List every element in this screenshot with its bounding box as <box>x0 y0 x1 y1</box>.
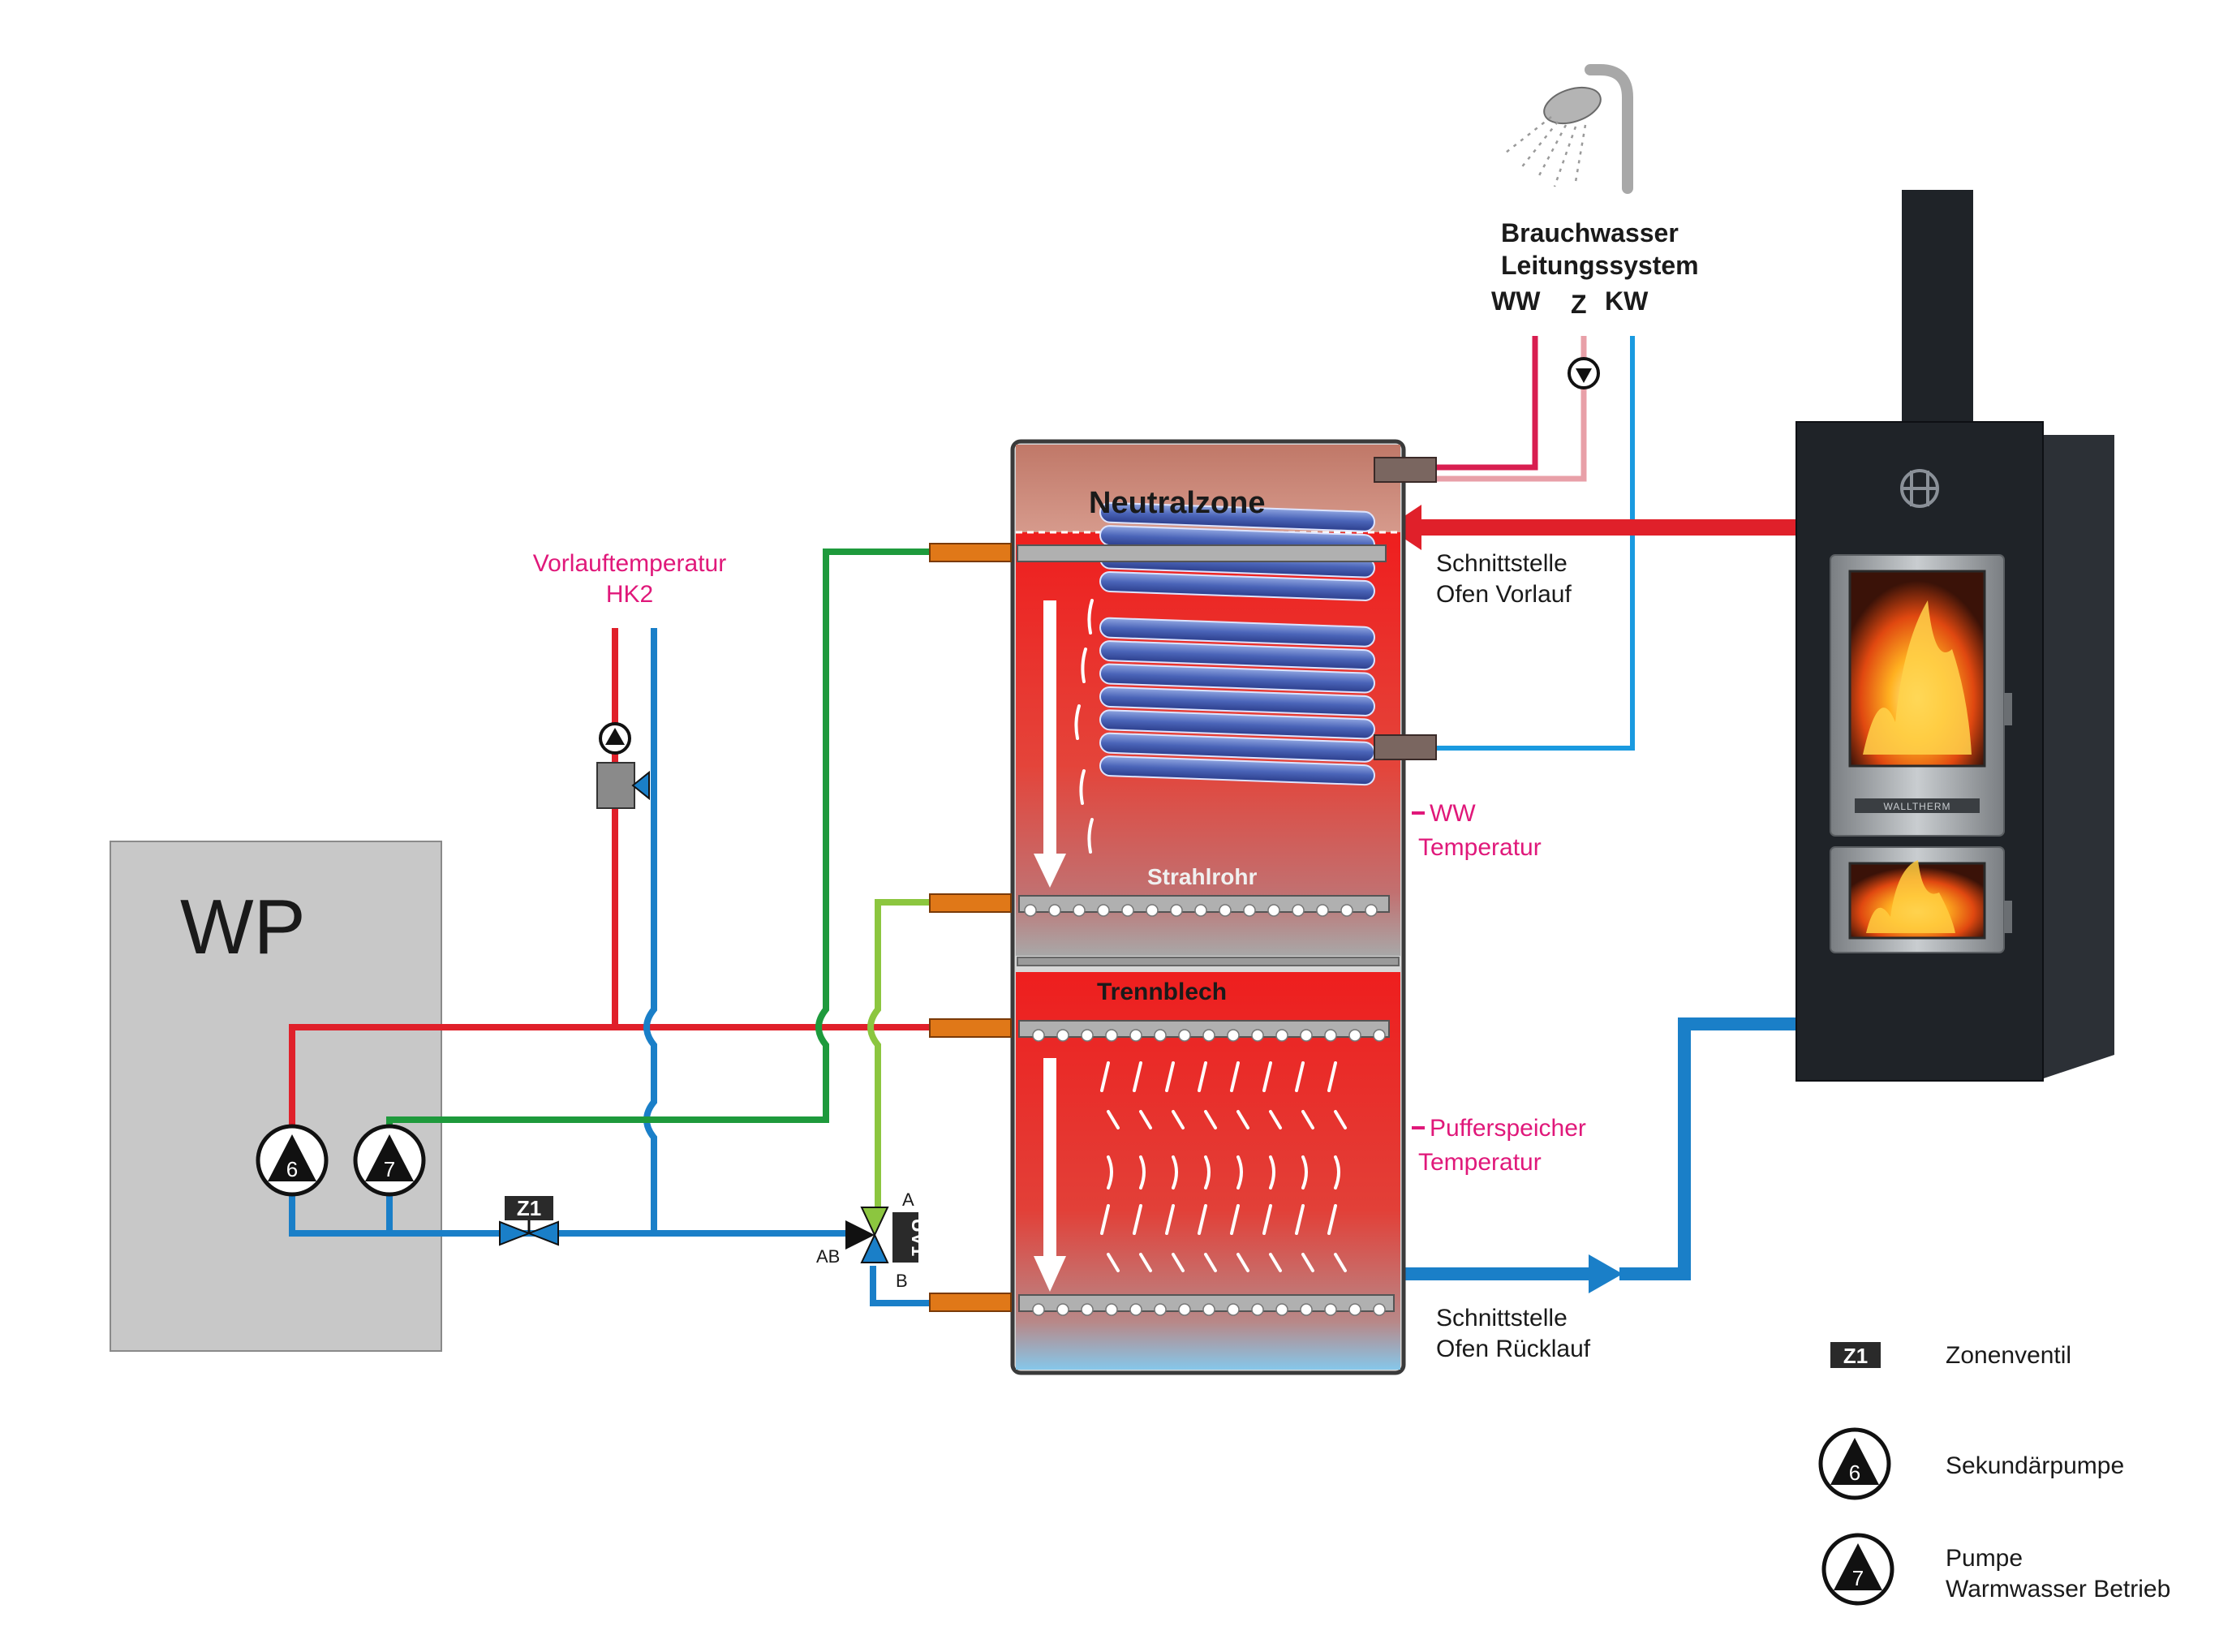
pipe-stove-return-riser <box>1619 1017 1796 1280</box>
stove-return-arrow <box>1589 1254 1623 1293</box>
wood-stove: WALLTHERM <box>1795 190 2114 1082</box>
circulation-pump <box>1568 357 1600 389</box>
nozzle-coil-bottom <box>1374 734 1437 760</box>
nozzle-blue <box>929 1293 1012 1312</box>
port-ab-label: AB <box>816 1246 840 1267</box>
brauchwasser-label-1: Brauchwasser <box>1501 218 1679 247</box>
pipe-uv1-b <box>870 1266 930 1306</box>
legend-label-pumpe: Pumpe <box>1946 1545 2023 1572</box>
convection-streaks <box>1074 599 1347 1272</box>
port-b-label: B <box>896 1271 908 1291</box>
heat-pump-box <box>110 841 442 1352</box>
pipe-strahlrohr-return <box>867 899 930 1217</box>
pipe-wp-supply <box>289 1024 930 1152</box>
pipe-ww-hot <box>1384 336 1538 471</box>
stove-logo-icon <box>1900 469 1939 508</box>
legend-item-zonenventil: Z1 Zonenventil <box>1830 1342 2071 1369</box>
ww-temp-label-2: Temperatur <box>1418 834 1542 861</box>
pump-7-number: 7 <box>384 1157 395 1181</box>
separator-sheet <box>1017 957 1400 966</box>
port-a-label: A <box>902 1190 914 1210</box>
strahlrohr-label: Strahlrohr <box>1147 864 1257 889</box>
hk2-mixing-valve <box>596 762 650 809</box>
pipe-wp-return <box>289 1191 860 1237</box>
pump-6-number: 6 <box>286 1157 298 1181</box>
stove-brand-label: WALLTHERM <box>1883 801 1950 812</box>
kw-label: KW <box>1605 286 1649 316</box>
vorlauf-hk2-label-1: Vorlauftemperatur <box>533 550 726 577</box>
flow-arrow-lower <box>1034 1058 1066 1292</box>
pump-6: 6 <box>256 1124 329 1197</box>
neutralzone-label: Neutralzone <box>1089 486 1265 520</box>
puffer-temp-label-1: Pufferspeicher <box>1430 1115 1586 1142</box>
legend-item-sekundaerpumpe: 6 Sekundärpumpe <box>1818 1427 2124 1500</box>
legend-symbol-pump-6: 6 <box>1849 1461 1860 1485</box>
pipe-cold-water <box>1384 336 1635 751</box>
legend-item-pumpe-ww: 7 Pumpe Warmwasser Betrieb <box>1821 1533 2170 1606</box>
vorlauf-hk2-label-2: HK2 <box>606 581 653 608</box>
zone-valve-z1-label: Z1 <box>517 1196 541 1220</box>
legend: Z1 Zonenventil 6 Sekundärpumpe 7 Pumpe W… <box>1818 1342 2170 1606</box>
three-way-valve-uv1: UV1 A AB B <box>816 1190 929 1291</box>
uv1-label: UV1 <box>907 1219 929 1257</box>
ofen-ruecklauf-label-2: Ofen Rücklauf <box>1436 1336 1591 1362</box>
ofen-ruecklauf-label-1: Schnittstelle <box>1436 1305 1568 1331</box>
nozzle-green <box>929 543 1012 562</box>
nozzle-light-green <box>929 893 1012 913</box>
legend-label-ww-betrieb: Warmwasser Betrieb <box>1946 1576 2170 1603</box>
legend-symbol-pump-7: 7 <box>1852 1566 1864 1590</box>
trennblech-label: Trennblech <box>1097 979 1227 1005</box>
diffuser-openings <box>1024 904 1386 1316</box>
zone-valve-z1: Z1 <box>499 1196 559 1246</box>
ofen-vorlauf-label-2: Ofen Vorlauf <box>1436 581 1572 608</box>
z-label: Z <box>1571 290 1587 319</box>
legend-symbol-z1: Z1 <box>1843 1344 1868 1368</box>
pipe-hk2-return <box>643 628 657 1233</box>
heat-pump-label: WP <box>180 884 306 970</box>
pipe-ww-operation <box>386 549 930 1152</box>
pump-7: 7 <box>353 1124 426 1197</box>
nozzle-red <box>929 1018 1012 1038</box>
hot-water-coil <box>1099 501 1375 786</box>
nozzle-coil-top <box>1374 457 1437 483</box>
ww-label: WW <box>1491 286 1541 316</box>
flow-arrow-upper <box>1034 600 1066 888</box>
ofen-vorlauf-label-1: Schnittstelle <box>1436 550 1568 577</box>
legend-label-zonenventil: Zonenventil <box>1946 1342 2071 1369</box>
ww-temp-label-1: WW <box>1430 800 1476 827</box>
legend-label-sekundaerpumpe: Sekundärpumpe <box>1946 1452 2124 1479</box>
hk2-pump <box>599 722 631 755</box>
puffer-temp-label-2: Temperatur <box>1418 1149 1542 1176</box>
diffuser-upper <box>1017 544 1387 562</box>
shower-icon <box>1505 64 1633 194</box>
brauchwasser-label-2: Leitungssystem <box>1501 251 1699 280</box>
stove-chimney <box>1902 190 1973 425</box>
